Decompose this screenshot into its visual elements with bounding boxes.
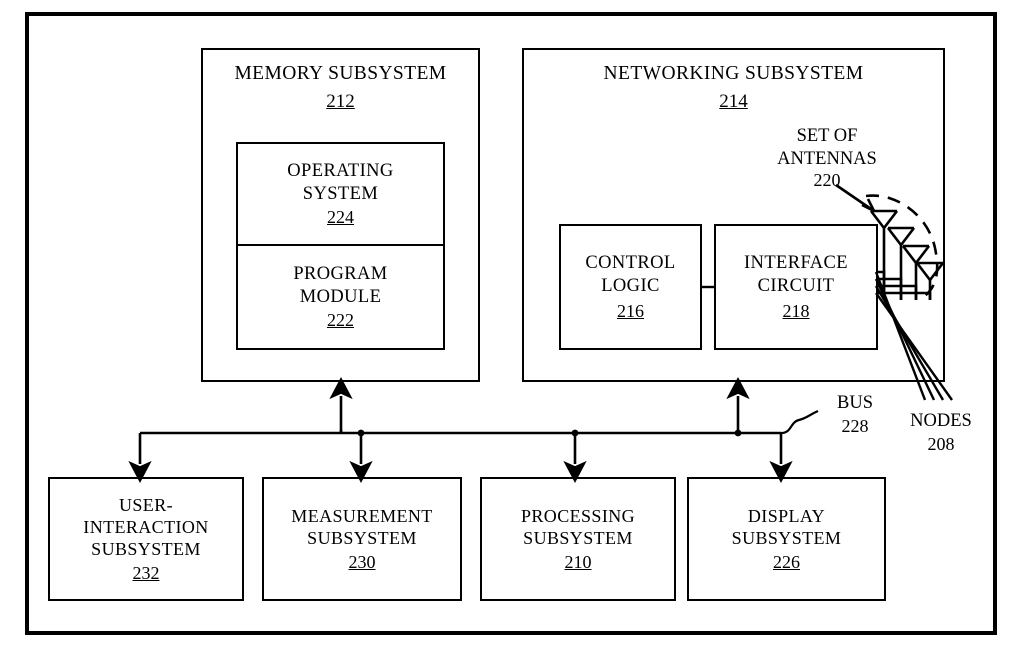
- nodes-callout: NODES 208: [893, 410, 989, 456]
- program-module-block[interactable]: PROGRAM MODULE 222: [238, 246, 443, 348]
- processing-subsystem-ref: 210: [564, 552, 592, 573]
- user-interaction-subsystem-title: USER- INTERACTION SUBSYSTEM: [83, 494, 209, 560]
- antenna-feed-line: [878, 291, 932, 300]
- operating-system-title: OPERATING SYSTEM: [287, 160, 394, 204]
- user-interaction-subsystem-block[interactable]: USER- INTERACTION SUBSYSTEM 232: [48, 477, 244, 601]
- user-interaction-subsystem-ref: 232: [132, 563, 160, 584]
- memory-subsystem-ref: 212: [326, 91, 355, 112]
- processing-subsystem-title: PROCESSING SUBSYSTEM: [520, 505, 636, 548]
- interface-circuit-ref: 218: [782, 301, 810, 322]
- networking-subsystem-title: NETWORKING SUBSYSTEM: [603, 63, 864, 84]
- operating-system-block[interactable]: OPERATING SYSTEM 224: [238, 144, 443, 246]
- measurement-subsystem-block[interactable]: MEASUREMENT SUBSYSTEM 230: [262, 477, 462, 601]
- set-of-antennas-title: SET OF ANTENNAS: [777, 126, 877, 169]
- display-subsystem-block[interactable]: DISPLAY SUBSYSTEM 226: [687, 477, 886, 601]
- set-of-antennas-ref: 220: [813, 170, 841, 191]
- display-subsystem-title: DISPLAY SUBSYSTEM: [731, 505, 842, 548]
- memory-inner-stack: OPERATING SYSTEM 224 PROGRAM MODULE 222: [236, 142, 445, 350]
- set-of-antennas-callout: SET OF ANTENNAS 220: [752, 125, 902, 192]
- bus-callout: BUS 228: [820, 392, 890, 438]
- antenna-feed-line: [878, 284, 918, 300]
- bus-leader-line: [780, 409, 819, 435]
- node-line: [874, 285, 945, 401]
- measurement-subsystem-ref: 230: [348, 552, 376, 573]
- bus-title: BUS: [837, 393, 873, 413]
- program-module-title: PROGRAM MODULE: [293, 263, 388, 307]
- antennas-leader-arrowhead: [861, 198, 876, 213]
- interface-circuit-title: INTERFACE CIRCUIT: [744, 252, 848, 296]
- antenna-group-dashed-outline: [865, 194, 939, 300]
- node-line: [875, 292, 953, 401]
- program-module-ref: 222: [327, 310, 354, 331]
- control-logic-title: CONTROL LOGIC: [585, 252, 676, 296]
- measurement-subsystem-title: MEASUREMENT SUBSYSTEM: [291, 505, 433, 548]
- nodes-ref: 208: [927, 434, 955, 455]
- processing-subsystem-block[interactable]: PROCESSING SUBSYSTEM 210: [480, 477, 676, 601]
- bus-ref: 228: [841, 416, 869, 437]
- control-logic-block[interactable]: CONTROL LOGIC 216: [559, 224, 702, 350]
- control-logic-ref: 216: [617, 301, 644, 322]
- node-line: [874, 278, 936, 401]
- networking-subsystem-ref: 214: [719, 91, 748, 112]
- memory-subsystem-title: MEMORY SUBSYSTEM: [234, 63, 447, 84]
- operating-system-ref: 224: [327, 207, 354, 228]
- display-subsystem-ref: 226: [773, 552, 800, 573]
- nodes-title: NODES: [910, 411, 972, 431]
